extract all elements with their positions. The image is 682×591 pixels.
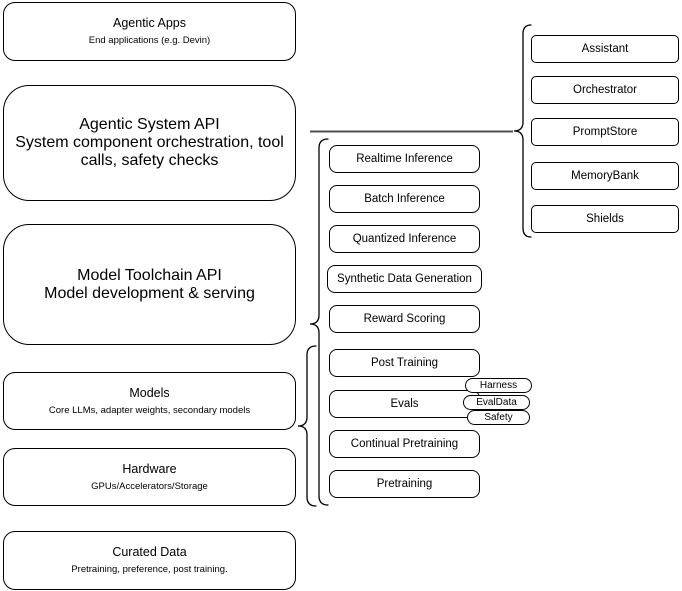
eval-tag-evaldata: EvalData — [463, 395, 530, 410]
model-toolchain-api-box: Model Toolchain API Model development & … — [3, 224, 296, 345]
system-component-shields: Shields — [531, 205, 679, 233]
toolchain-component-synthetic-data-generation: Synthetic Data Generation — [327, 265, 482, 293]
training-brace — [297, 345, 317, 507]
system-component-orchestrator: Orchestrator — [531, 76, 679, 104]
toolchain-component-quantized-inference: Quantized Inference — [329, 225, 480, 253]
toolchain-component-evals: Evals — [329, 390, 480, 418]
agentic-apps-box: Agentic Apps End applications (e.g. Devi… — [3, 2, 296, 61]
system-components-brace — [513, 24, 532, 238]
agentic-system-api-title: Agentic System API — [79, 116, 220, 133]
toolchain-component-continual-pretraining: Continual Pretraining — [329, 430, 480, 458]
models-title: Models — [129, 385, 170, 400]
system-component-promptstore: PromptStore — [531, 118, 679, 146]
curated-data-subtitle: Pretraining, preference, post training. — [71, 564, 228, 575]
toolchain-component-batch-inference: Batch Inference — [329, 185, 480, 213]
toolchain-component-realtime-inference: Realtime Inference — [329, 145, 480, 173]
hardware-title: Hardware — [122, 461, 177, 476]
eval-tag-harness: Harness — [465, 378, 532, 393]
hardware-subtitle: GPUs/Accelerators/Storage — [91, 480, 208, 492]
model-toolchain-api-subtitle: Model development & serving — [44, 284, 255, 302]
toolchain-brace — [309, 138, 329, 506]
hardware-box: Hardware GPUs/Accelerators/Storage — [3, 448, 296, 506]
agentic-system-api-subtitle: System component orchestration, tool cal… — [15, 134, 284, 169]
curated-data-title: Curated Data — [112, 545, 187, 559]
agentic-system-api-box: Agentic System API System component orch… — [3, 85, 296, 201]
curated-data-box: Curated Data Pretraining, preference, po… — [3, 531, 296, 590]
agentic-apps-title: Agentic Apps — [113, 16, 186, 30]
agentic-apps-subtitle: End applications (e.g. Devin) — [88, 35, 211, 46]
models-subtitle: Core LLMs, adapter weights, secondary mo… — [48, 404, 251, 416]
models-box: Models Core LLMs, adapter weights, secon… — [3, 372, 296, 430]
toolchain-component-reward-scoring: Reward Scoring — [329, 305, 480, 333]
eval-tag-safety: Safety — [467, 410, 530, 425]
toolchain-component-pretraining: Pretraining — [329, 470, 480, 498]
toolchain-component-post-training: Post Training — [329, 349, 480, 377]
system-component-assistant: Assistant — [531, 35, 679, 63]
model-toolchain-api-title: Model Toolchain API — [77, 266, 222, 284]
system-component-memorybank: MemoryBank — [531, 162, 679, 190]
